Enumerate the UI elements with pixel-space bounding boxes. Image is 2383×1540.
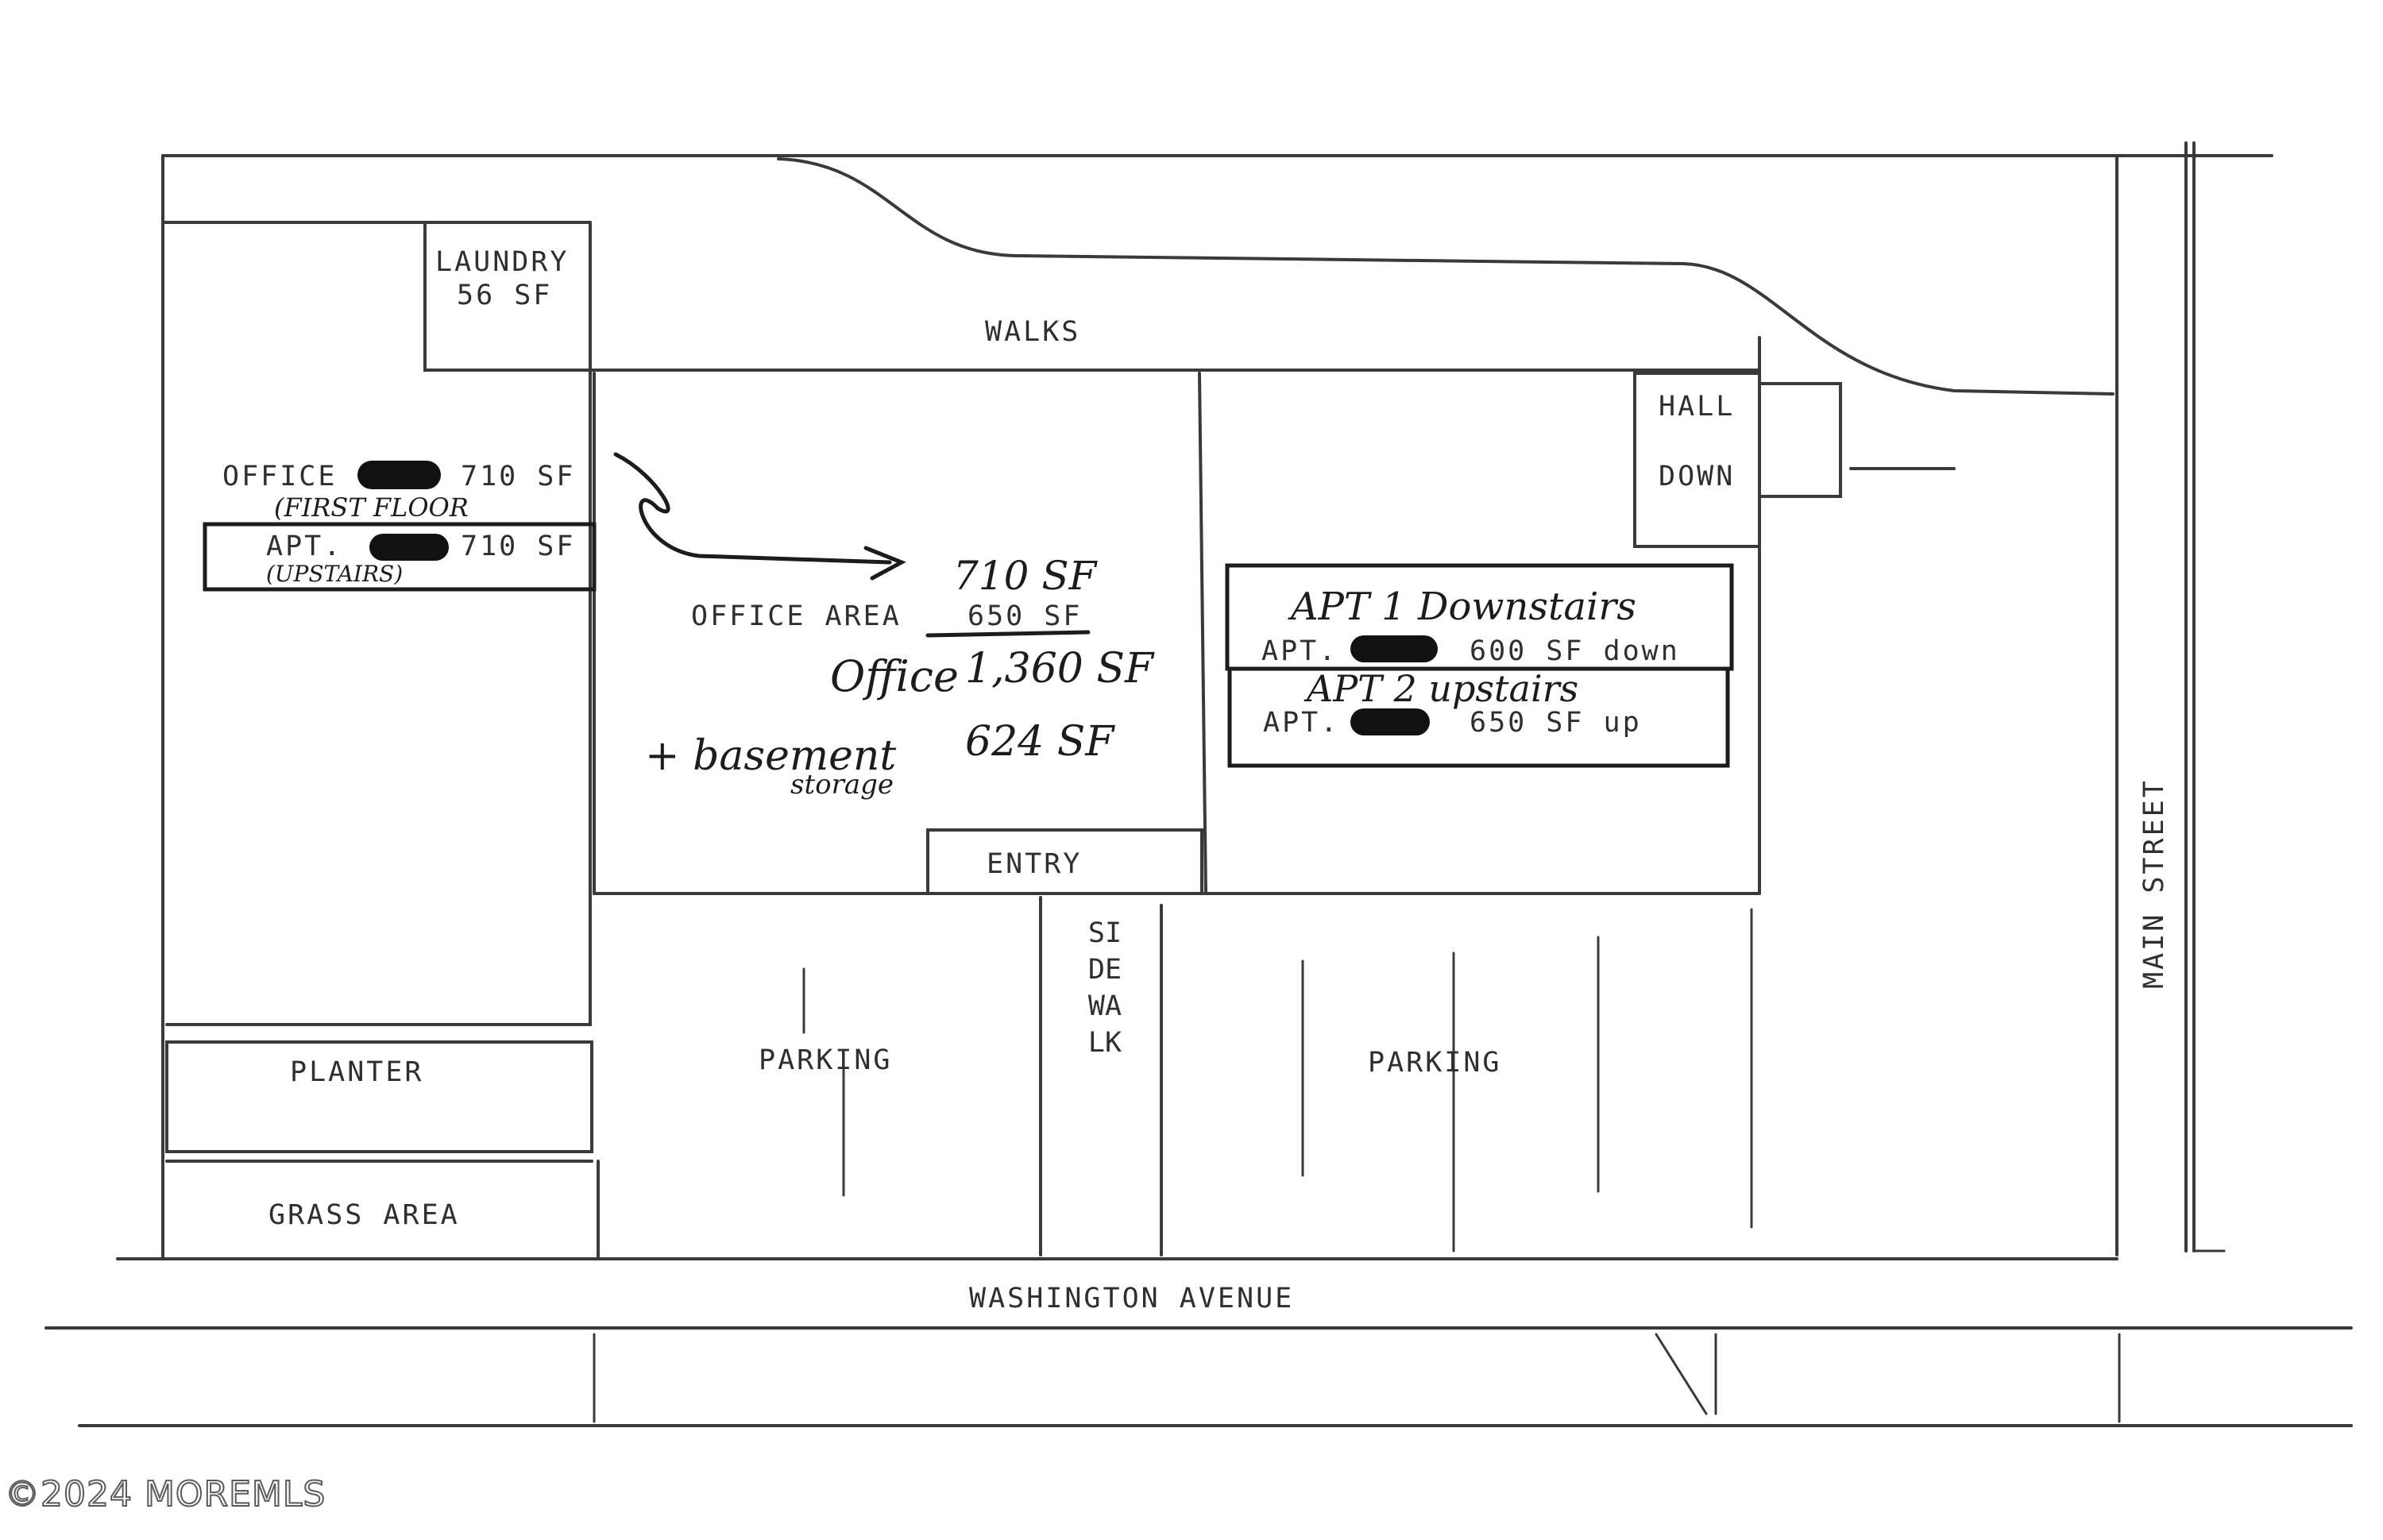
arrow-curve — [613, 452, 892, 565]
apt2-label: APT. — [1263, 707, 1340, 739]
washington-avenue-label: WASHINGTON AVENUE — [969, 1283, 1295, 1314]
office-area-underline — [925, 630, 1091, 638]
apt2-heading: APT 2 upstairs — [1307, 667, 1579, 710]
hall-extension-box — [1758, 382, 1842, 498]
office-left-area: 710 SF — [461, 461, 576, 492]
office-divider-wall — [1198, 372, 1207, 895]
laundry-label: LAUNDRY — [435, 246, 570, 278]
office-area-sf: 650 SF — [967, 600, 1083, 632]
apt-left-redaction — [369, 534, 449, 561]
apt2-outline — [1227, 666, 1730, 768]
apt1-redaction — [1350, 635, 1438, 662]
apt-left-note: (UPSTAIRS) — [266, 561, 404, 587]
laundry-area: 56 SF — [457, 280, 553, 311]
apt-left-outline — [203, 522, 597, 592]
office-left-note: (FIRST FLOOR — [274, 492, 469, 523]
copyright-watermark: ©2024 MOREMLS — [4, 1473, 326, 1515]
office-area-revised: 710 SF — [953, 553, 1097, 599]
walkway-curve — [777, 157, 2115, 396]
sidewalk-label: SIDEWALK — [1087, 917, 1122, 1059]
basement-sub: storage — [790, 769, 894, 801]
basement-area: 624 SF — [965, 718, 1114, 766]
planter-box — [165, 1040, 593, 1153]
apt2-redaction — [1350, 708, 1430, 735]
parking-right-label: PARKING — [1368, 1047, 1502, 1079]
arrow-head — [863, 546, 906, 581]
office-total-label: Office — [830, 651, 959, 701]
office-left-label: OFFICE — [222, 461, 338, 492]
office-left-redaction — [357, 461, 441, 489]
apt1-detail: 600 SF down — [1470, 635, 1680, 667]
office-total-area: 1,360 SF — [965, 645, 1154, 693]
main-street-label: MAIN STREET — [2138, 778, 2170, 989]
street-diagonal — [1655, 1333, 1708, 1415]
basement-label: + basement — [645, 732, 897, 780]
parking-left-label: PARKING — [759, 1044, 893, 1076]
apt2-detail: 650 SF up — [1470, 707, 1642, 739]
hall-label: HALL — [1659, 391, 1736, 423]
entry-box — [926, 828, 1203, 895]
apt-left-label: APT. — [266, 531, 343, 562]
left-building-outline — [161, 221, 592, 1026]
planter-label: PLANTER — [290, 1056, 424, 1088]
walks-label: WALKS — [985, 316, 1081, 348]
apt1-label: APT. — [1261, 635, 1338, 667]
apt-left-area: 710 SF — [461, 531, 576, 562]
apt1-heading: APT 1 Downstairs — [1291, 585, 1636, 629]
office-area-label: OFFICE AREA — [691, 600, 902, 632]
entry-label: ENTRY — [987, 848, 1083, 880]
down-label: DOWN — [1659, 461, 1736, 492]
grass-label: GRASS AREA — [268, 1199, 460, 1231]
